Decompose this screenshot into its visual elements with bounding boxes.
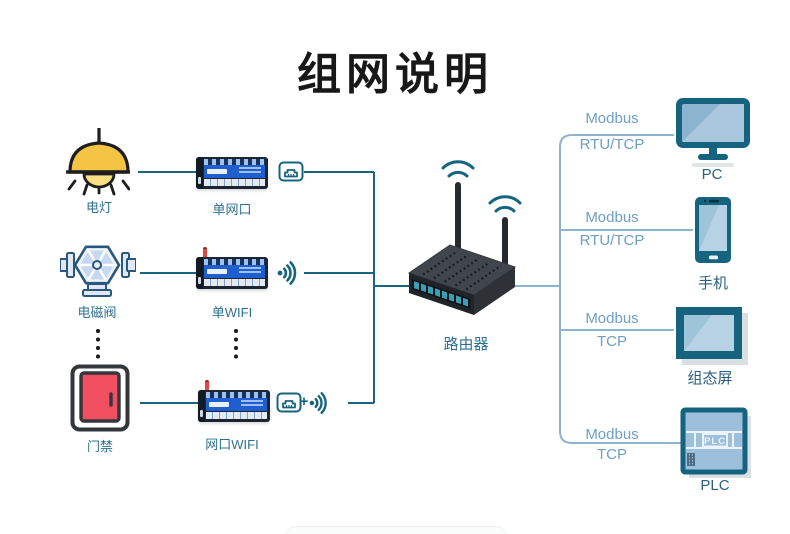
router-label: 路由器 bbox=[443, 336, 489, 353]
vertical-ellipsis-left bbox=[96, 329, 100, 333]
protocol-label-phone-1: Modbus bbox=[585, 209, 639, 226]
hmi-screen-icon bbox=[676, 307, 748, 365]
pc-label: PC bbox=[701, 166, 723, 183]
antenna-red-2 bbox=[205, 380, 209, 392]
lamp-label: 电灯 bbox=[85, 200, 112, 215]
module-wifi-label: 单WIFI bbox=[211, 305, 253, 320]
door-label: 门禁 bbox=[86, 439, 113, 454]
solenoid-valve-icon bbox=[60, 245, 136, 297]
plc-icon: PLC bbox=[680, 407, 751, 478]
bottom-card-edge bbox=[285, 526, 507, 534]
wifi-signal-icon bbox=[309, 392, 327, 414]
protocol-label-pc-2: RTU/TCP bbox=[579, 136, 645, 153]
ethernet-port-icon bbox=[278, 161, 304, 182]
page-title: 组网说明 bbox=[297, 50, 493, 99]
io-module-wifi bbox=[196, 257, 268, 289]
lamp-icon bbox=[66, 128, 130, 196]
ethernet-port-icon bbox=[276, 392, 302, 413]
module-lan-label: 单网口 bbox=[212, 202, 252, 217]
protocol-label-plc-2: TCP bbox=[597, 446, 627, 463]
protocol-label-plc-1: Modbus bbox=[585, 426, 639, 443]
monitor-icon bbox=[676, 98, 750, 167]
plus-sign: + bbox=[299, 393, 309, 410]
protocol-label-phone-2: RTU/TCP bbox=[579, 232, 645, 249]
io-module-lan-wifi bbox=[198, 390, 270, 422]
plc-label: PLC bbox=[700, 477, 730, 494]
valve-label: 电磁阀 bbox=[77, 305, 117, 320]
protocol-label-hmi-1: Modbus bbox=[585, 310, 639, 327]
protocol-label-pc-1: Modbus bbox=[585, 110, 639, 127]
door-access-icon bbox=[70, 364, 130, 432]
antenna-red-1 bbox=[203, 247, 207, 259]
plc-icon-text: PLC bbox=[704, 436, 726, 447]
protocol-label-hmi-2: TCP bbox=[597, 333, 627, 350]
phone-label: 手机 bbox=[697, 275, 728, 292]
smartphone-icon bbox=[695, 197, 731, 263]
hmi-label: 组态屏 bbox=[687, 370, 733, 387]
router-3d-icon bbox=[407, 160, 522, 315]
io-module-lan bbox=[196, 157, 268, 189]
module-lan-wifi-label: 网口WIFI bbox=[205, 437, 259, 452]
wifi-signal-icon bbox=[277, 261, 297, 285]
vertical-ellipsis-mid bbox=[234, 329, 238, 333]
